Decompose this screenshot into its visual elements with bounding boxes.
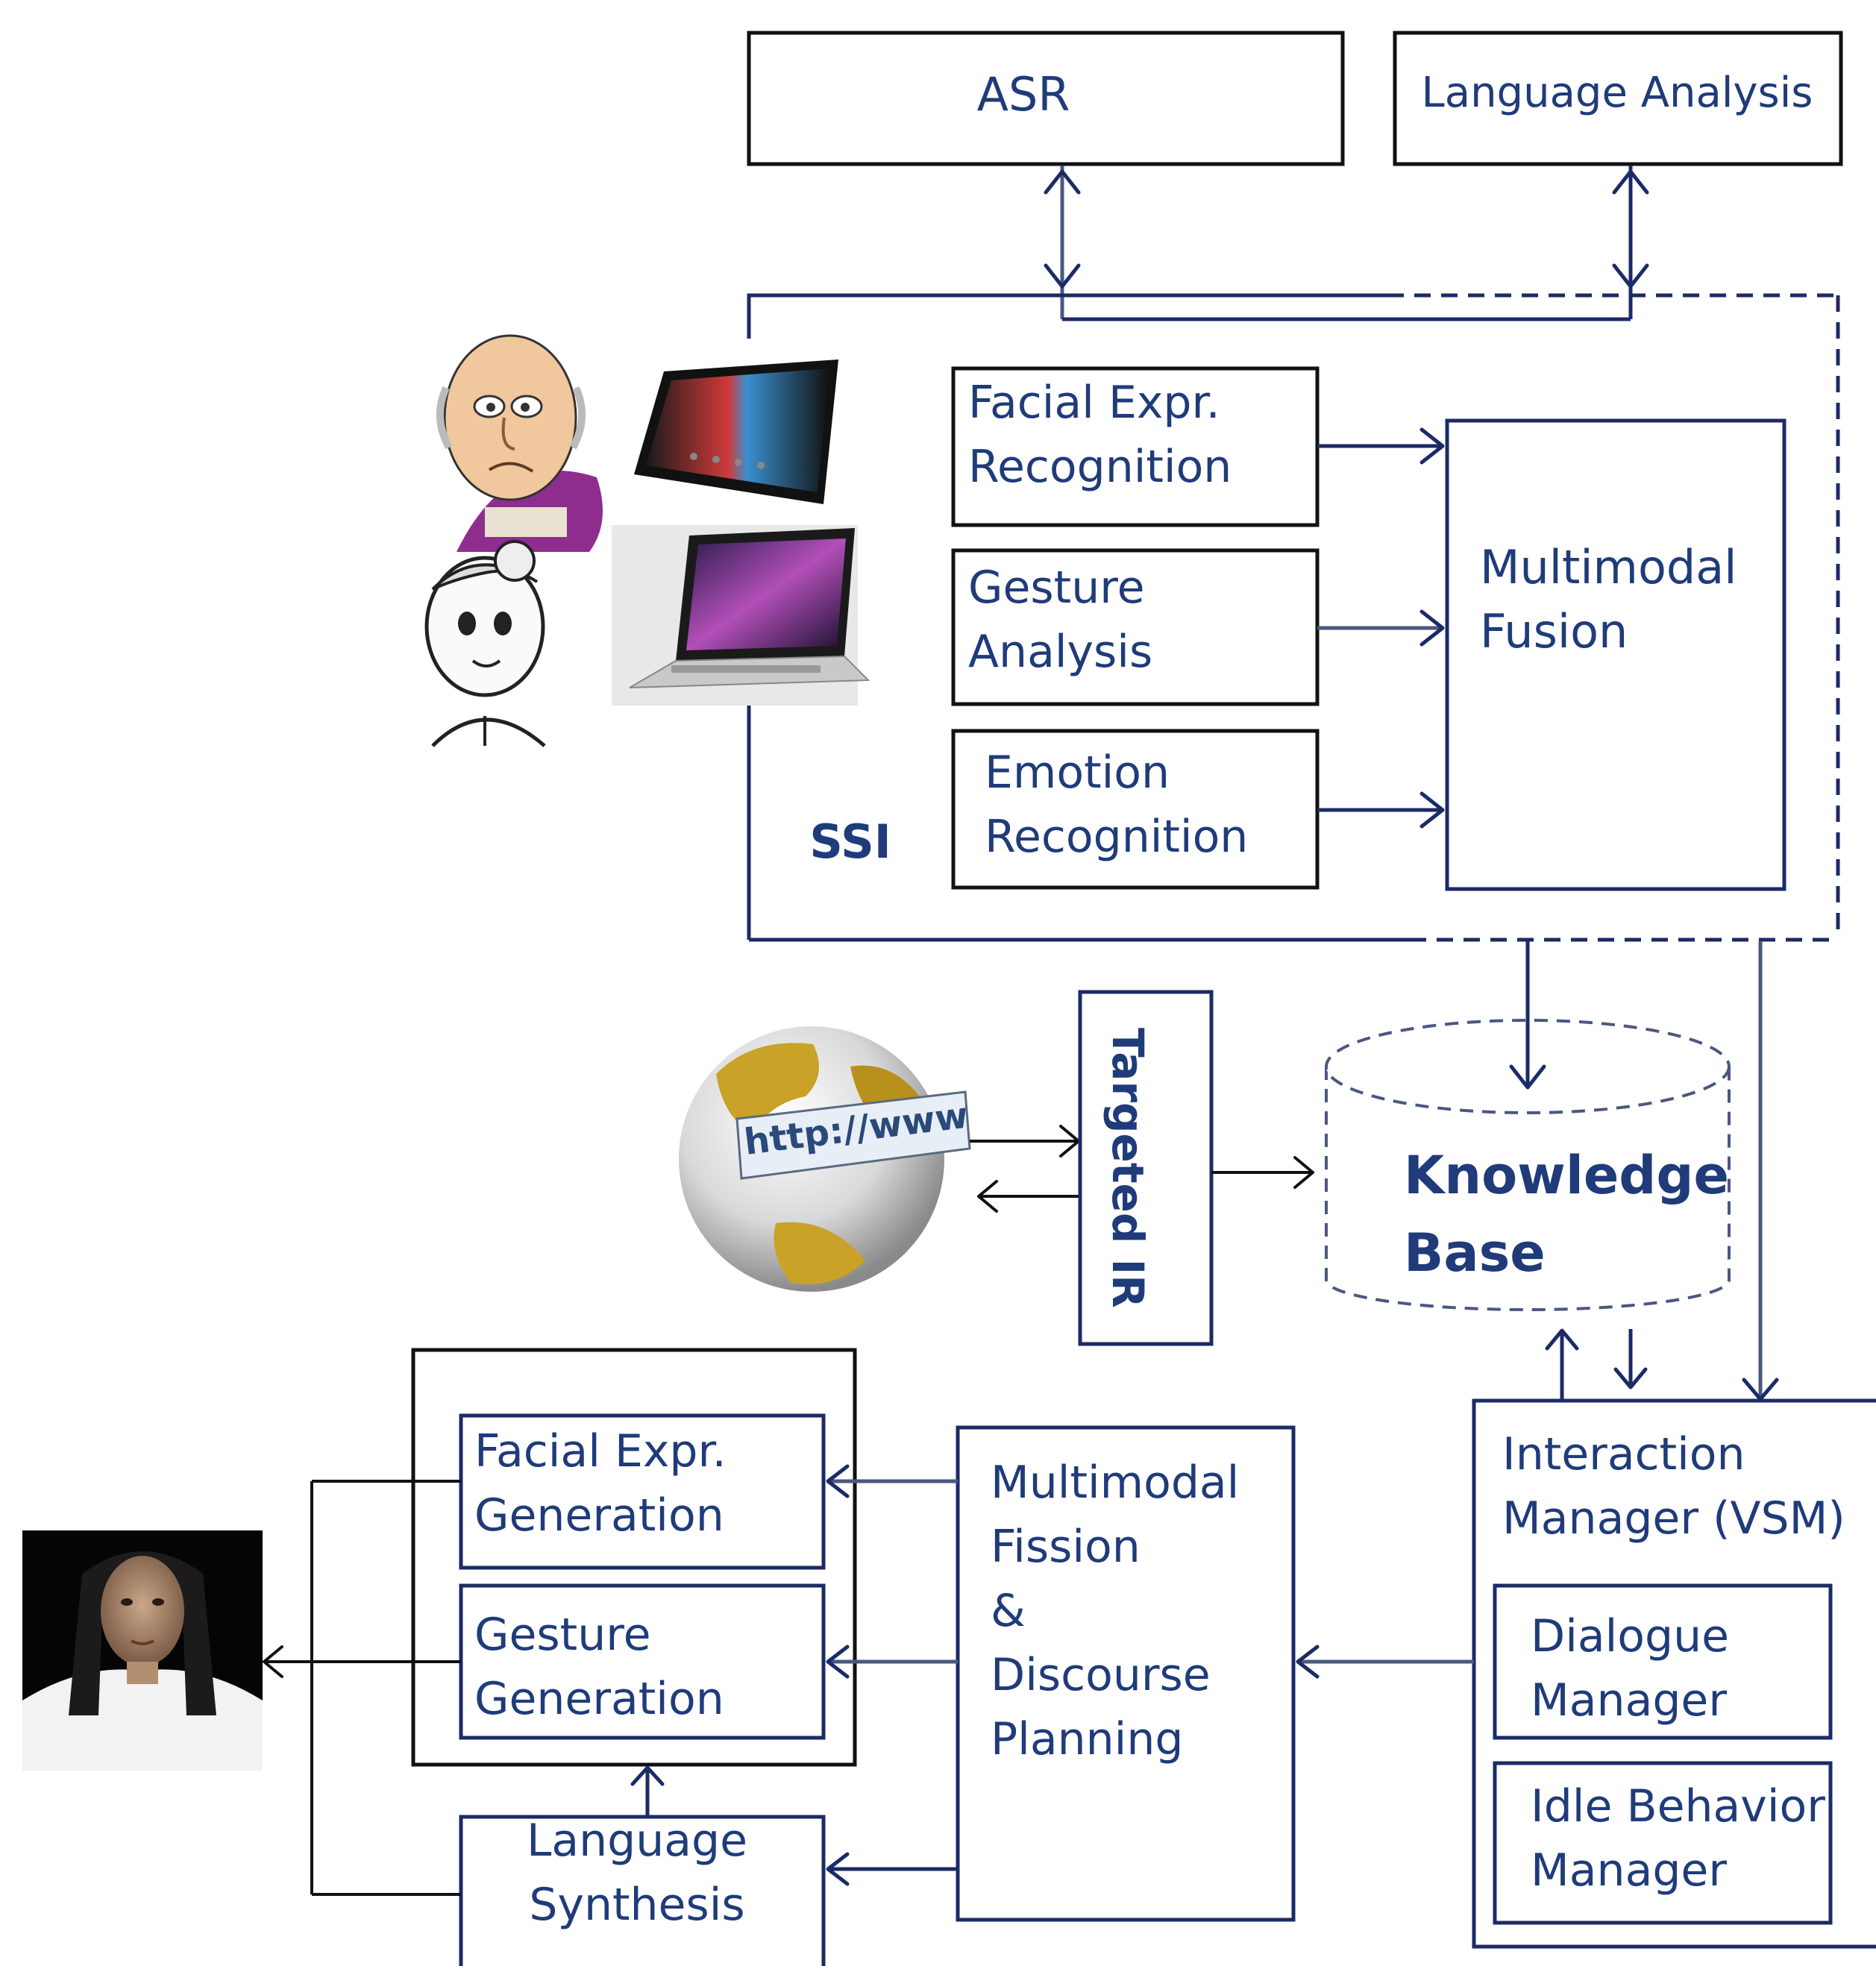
idle-behavior-manager-box: Idle Behavior Manager bbox=[1493, 1761, 1833, 1925]
gesture-analysis-box: Gesture Analysis bbox=[951, 548, 1320, 706]
facial-expr-generation-box: Facial Expr. Generation bbox=[459, 1413, 826, 1570]
laptop-icon bbox=[612, 525, 870, 706]
targeted-ir-box: Targeted IR bbox=[1078, 990, 1214, 1346]
idle-behavior-manager-line1: Idle Behavior bbox=[1531, 1780, 1825, 1832]
facial-expr-recognition-line2: Recognition bbox=[968, 441, 1232, 493]
virtual-agent-avatar-icon bbox=[22, 1530, 263, 1771]
multimodal-fusion-line2: Fusion bbox=[1480, 604, 1628, 659]
ir-to-kb-arrow bbox=[1211, 1156, 1314, 1189]
dialogue-manager-line1: Dialogue bbox=[1531, 1610, 1729, 1662]
targeted-ir-label: Targeted IR bbox=[1102, 1028, 1153, 1308]
globe-www-icon: http://www bbox=[679, 1026, 971, 1292]
emotion-recognition-line2: Recognition bbox=[985, 811, 1248, 863]
multimodal-fusion-box: Multimodal Fusion bbox=[1445, 418, 1786, 891]
language-synthesis-line1: Language bbox=[527, 1815, 747, 1867]
facial-expr-generation-line1: Facial Expr. bbox=[474, 1425, 727, 1477]
gesture-generation-line2: Generation bbox=[474, 1673, 724, 1725]
ssi-container: SSI bbox=[747, 293, 1840, 942]
gesture-analysis-line2: Analysis bbox=[968, 626, 1152, 678]
ssi-to-interaction-manager-arrow bbox=[1742, 941, 1779, 1401]
fission-line2: Fission bbox=[991, 1521, 1141, 1573]
language-synthesis-line2: Synthesis bbox=[529, 1879, 744, 1931]
language-analysis-box: Language Analysis bbox=[1393, 31, 1843, 166]
facial-expr-generation-line2: Generation bbox=[474, 1489, 724, 1542]
globe-ir-arrows bbox=[970, 1125, 1080, 1213]
ssi-label: SSI bbox=[809, 814, 891, 869]
fission-line5: Planning bbox=[991, 1713, 1183, 1765]
synthesis-to-generation-arrow bbox=[630, 1765, 665, 1817]
facial-expr-recognition-box: Facial Expr. Recognition bbox=[951, 366, 1320, 527]
emotion-recognition-line1: Emotion bbox=[985, 747, 1170, 799]
fission-to-generation-arrows bbox=[826, 1464, 958, 1886]
fission-line3: & bbox=[991, 1585, 1026, 1637]
language-analysis-label: Language Analysis bbox=[1422, 69, 1813, 117]
dialogue-manager-box: Dialogue Manager bbox=[1493, 1583, 1833, 1740]
gesture-analysis-line1: Gesture bbox=[968, 562, 1144, 614]
dialogue-manager-line2: Manager bbox=[1531, 1674, 1727, 1727]
knowledge-base-line2: Base bbox=[1404, 1222, 1546, 1284]
multimodal-fusion-line1: Multimodal bbox=[1480, 540, 1737, 594]
fission-line4: Discourse bbox=[991, 1649, 1211, 1701]
generation-to-avatar-connector bbox=[263, 1480, 461, 1896]
facial-expr-recognition-line1: Facial Expr. bbox=[968, 377, 1220, 429]
elderly-man-cartoon-icon bbox=[436, 334, 603, 552]
idle-behavior-manager-line2: Manager bbox=[1531, 1844, 1727, 1897]
woman-sketch-icon bbox=[424, 540, 546, 747]
knowledge-base-cylinder: Knowledge Base bbox=[1325, 1019, 1731, 1311]
emotion-recognition-box: Emotion Recognition bbox=[951, 729, 1320, 890]
multimodal-fission-box: Multimodal Fission & Discourse Planning bbox=[956, 1425, 1296, 1922]
interaction-to-fission-arrow bbox=[1296, 1645, 1474, 1679]
asr-box: ASR bbox=[747, 31, 1345, 166]
ssi-to-kb-arrow bbox=[1509, 941, 1546, 1090]
interaction-manager-line1: Interaction bbox=[1502, 1428, 1745, 1480]
gesture-generation-box: Gesture Generation bbox=[459, 1583, 826, 1740]
kb-interaction-manager-arrows bbox=[1545, 1328, 1648, 1401]
asr-label: ASR bbox=[977, 67, 1070, 122]
language-synthesis-box: Language Synthesis bbox=[459, 1815, 826, 1966]
fission-line1: Multimodal bbox=[991, 1457, 1239, 1509]
tablet-icon bbox=[634, 359, 838, 504]
recognition-to-fusion-arrows bbox=[1317, 427, 1445, 829]
gesture-generation-line1: Gesture bbox=[474, 1609, 650, 1661]
knowledge-base-line1: Knowledge bbox=[1404, 1145, 1729, 1206]
interaction-manager-line2: Manager (VSM) bbox=[1502, 1492, 1845, 1545]
